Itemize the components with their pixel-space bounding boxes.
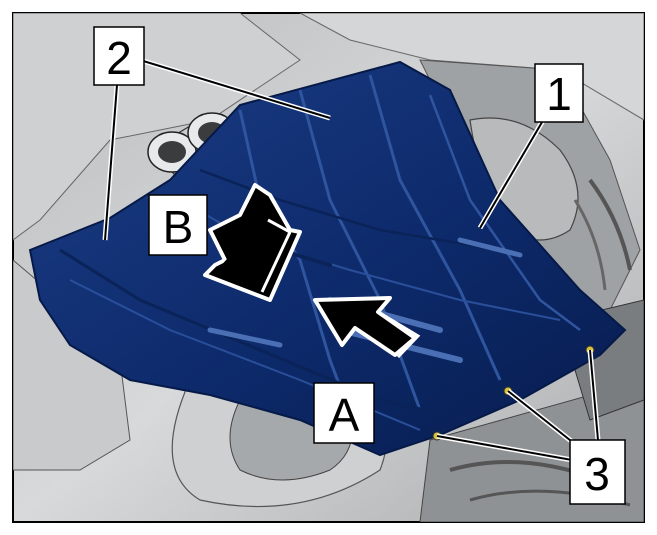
callout-2: 2 xyxy=(93,26,145,86)
install-direction-arrow-icon xyxy=(203,183,302,302)
callout-1-label: 1 xyxy=(546,68,572,120)
callout-1: 1 xyxy=(534,63,584,123)
callout-a-label: A xyxy=(329,389,360,441)
callout-b: B xyxy=(148,194,208,256)
callout-3: 3 xyxy=(569,439,626,505)
install-direction-arrow-icon xyxy=(313,296,421,359)
callout-a: A xyxy=(313,382,375,444)
callout-b-label: B xyxy=(163,201,194,253)
callout-2-label: 2 xyxy=(106,32,132,84)
callout-3-label: 3 xyxy=(584,448,610,500)
